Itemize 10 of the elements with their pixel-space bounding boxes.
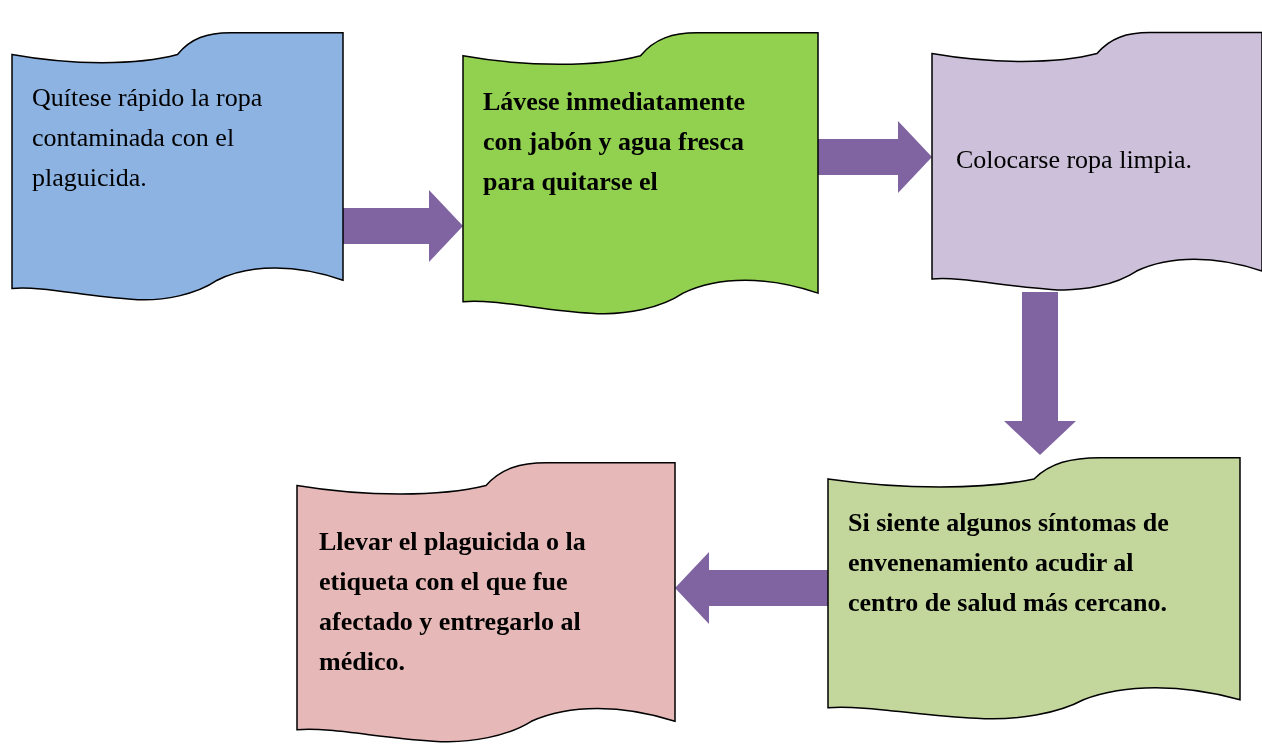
step-text: Quítese rápido la ropa contaminada con el plaguicida. [32,82,264,194]
step-text: Llevar el plaguicida o la etiqueta con el que fue afectado y entregarlo al médico. [319,526,587,678]
wave-banner [932,30,1262,292]
step-text: Si siente algunos síntomas de envenenamiento acudir al centro de salud más cercano. [848,507,1170,619]
wave-banner [463,30,818,316]
wave-banner [12,30,343,302]
wave-banner [828,455,1240,721]
wave-banner [297,460,675,744]
step-text: Colocarse ropa limpia. [956,144,1194,176]
step-text: Lávese inmediatamente con jabón y agua fresca para quitarse el [483,86,747,198]
